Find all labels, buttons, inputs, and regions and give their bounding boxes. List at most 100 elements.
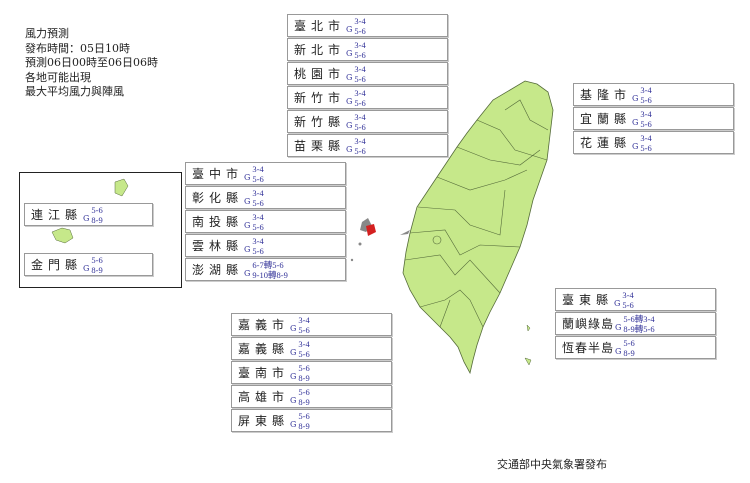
avg-wind: 3-4 [354, 15, 366, 26]
avg-wind: 5-6 [623, 337, 635, 348]
gust-wind: 5-6 [354, 73, 366, 84]
region-name: 臺南市 [238, 366, 290, 380]
chiayi-city [432, 235, 442, 245]
region-name: 臺中市 [192, 167, 244, 181]
forecast-period: 預測06日00時至06日06時 [25, 56, 158, 69]
gust-prefix: G [632, 118, 639, 127]
matsu-islands [114, 178, 129, 197]
gust-wind: 8-9 [91, 264, 103, 275]
avg-wind: 5-6 [91, 254, 103, 265]
gust-wind: 5-6 [354, 49, 366, 60]
gust-wind: 8-9 [298, 420, 310, 431]
avg-wind: 3-4 [640, 84, 652, 95]
avg-wind: 3-4 [640, 132, 652, 143]
region-name: 嘉義市 [238, 318, 290, 332]
gust-wind: 5-6 [252, 221, 264, 232]
region-name: 澎湖縣 [192, 263, 244, 277]
issuer-footer: 交通部中央氣象署發布 [497, 458, 607, 471]
avg-wind: 3-4 [354, 87, 366, 98]
avg-wind: 3-4 [354, 135, 366, 146]
gust-wind: 5-6 [298, 324, 310, 335]
orchid-island [524, 357, 532, 366]
gust-prefix: G [83, 214, 90, 223]
region-name: 彰化縣 [192, 191, 244, 205]
kinmen-islands [51, 227, 74, 244]
penghu-islands [350, 218, 376, 262]
gust-prefix: G [244, 173, 251, 182]
avg-wind: 3-4 [622, 289, 634, 300]
avg-wind: 3-4 [640, 108, 652, 119]
header-note: 各地可能出現 [25, 70, 91, 84]
forecast-header: 風力預測 發布時間：05日10時 預測06日00時至06日06時 各地可能出現 … [25, 27, 158, 100]
gust-prefix: G [615, 347, 622, 356]
region-name: 連江縣 [31, 208, 83, 222]
gust-prefix: G [244, 221, 251, 230]
green-island [526, 324, 531, 332]
region-name: 新竹市 [294, 91, 346, 105]
avg-wind: 3-4 [354, 39, 366, 50]
avg-wind: 5-6轉3-4 [623, 313, 655, 324]
header-title: 風力預測 [25, 27, 69, 40]
gust-prefix: G [346, 97, 353, 106]
gust-wind: 8-9 [623, 347, 635, 358]
gust-prefix: G [244, 245, 251, 254]
gust-wind: 8-9 [91, 214, 103, 225]
avg-wind: 3-4 [252, 235, 264, 246]
region-name: 臺東縣 [562, 293, 614, 307]
gust-wind: 5-6 [252, 245, 264, 256]
avg-wind: 5-6 [91, 204, 103, 215]
gust-wind: 5-6 [354, 121, 366, 132]
avg-wind: 5-6 [298, 386, 310, 397]
avg-wind: 3-4 [252, 163, 264, 174]
gust-prefix: G [346, 73, 353, 82]
issue-time: 發布時間：05日10時 [25, 41, 130, 55]
header-note: 最大平均風力與陣風 [25, 85, 124, 98]
gust-wind: 5-6 [640, 118, 652, 129]
offshore-islands-panel [19, 172, 182, 288]
avg-wind: 3-4 [252, 211, 264, 222]
avg-wind: 3-4 [354, 111, 366, 122]
gust-wind: 5-6 [298, 348, 310, 359]
gust-wind: 5-6 [640, 94, 652, 105]
gust-wind: 5-6 [622, 299, 634, 310]
region-name: 臺北市 [294, 19, 346, 33]
gust-prefix: G [290, 372, 297, 381]
gust-prefix: G [615, 323, 622, 332]
region-name: 新竹縣 [294, 115, 346, 129]
gust-prefix: G [632, 142, 639, 151]
gust-prefix: G [290, 420, 297, 429]
county-borders [404, 99, 549, 328]
avg-wind: 5-6 [298, 410, 310, 421]
gust-wind: 5-6 [354, 97, 366, 108]
gust-wind: 5-6 [640, 142, 652, 153]
gust-prefix: G [83, 264, 90, 273]
